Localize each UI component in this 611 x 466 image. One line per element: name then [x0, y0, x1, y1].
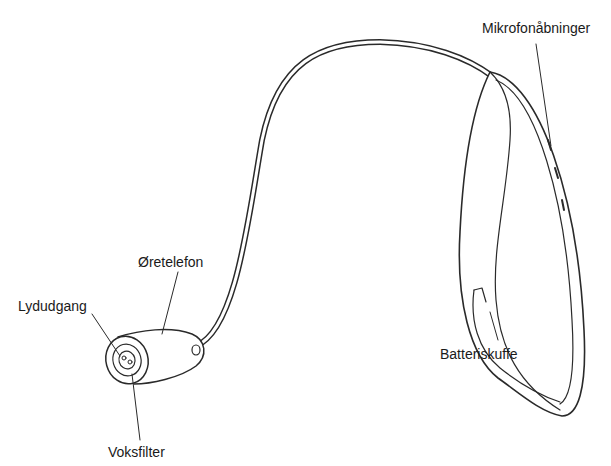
- part-label: Lydudgang: [18, 298, 87, 314]
- earphone-face: [101, 331, 154, 388]
- part-label: Voksfilter: [108, 444, 165, 460]
- leader-line: [162, 272, 178, 334]
- wire-inner: [196, 42, 492, 346]
- wire: [196, 42, 492, 346]
- earphone-port: [192, 345, 200, 355]
- outlet-hole: [128, 360, 132, 364]
- part-label: Mikrofonåbninger: [482, 20, 590, 36]
- leader-line: [92, 314, 120, 356]
- microphone-openings: [548, 140, 564, 210]
- battery-drawer-tab: [474, 288, 486, 302]
- leader-line: [536, 44, 551, 146]
- leader-line: [132, 374, 140, 440]
- part-label: Øretelefon: [138, 254, 203, 270]
- outlet-hole: [122, 356, 126, 360]
- sound-outlet: [117, 349, 137, 371]
- leader-line: [490, 312, 498, 340]
- part-label: Batteriskuffe: [440, 346, 518, 362]
- hearing-aid-body: [459, 72, 584, 416]
- wax-filter: [109, 341, 144, 379]
